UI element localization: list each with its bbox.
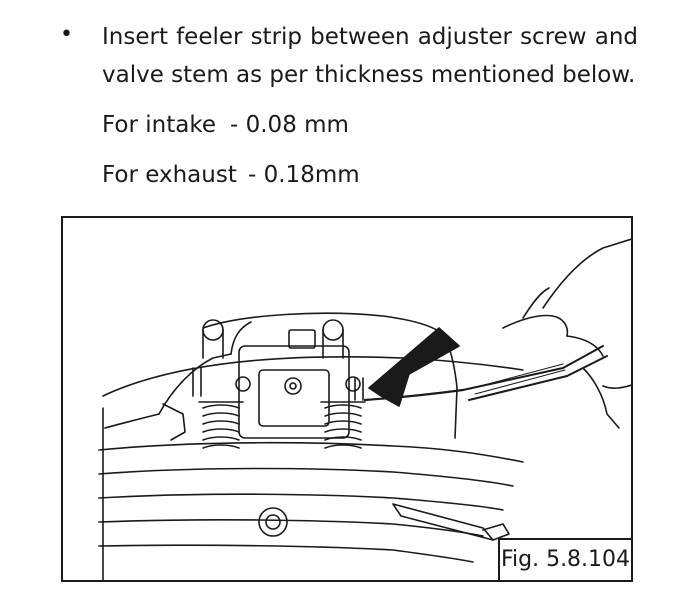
engine-valve-illustration xyxy=(98,238,631,580)
intake-label: For intake xyxy=(102,112,216,138)
intake-value: - 0.08 mm xyxy=(230,112,349,138)
figure-caption: Fig. 5.8.104 xyxy=(498,538,631,580)
bullet-marker: • xyxy=(60,22,73,47)
exhaust-label: For exhaust xyxy=(102,162,237,188)
instruction-text: Insert feeler strip between adjuster scr… xyxy=(102,24,638,88)
exhaust-spec: For exhaust - 0.18mm xyxy=(102,160,360,190)
intake-spec: For intake - 0.08 mm xyxy=(102,110,349,140)
figure-frame: Fig. 5.8.104 xyxy=(61,216,633,582)
exhaust-value: - 0.18mm xyxy=(248,162,360,188)
